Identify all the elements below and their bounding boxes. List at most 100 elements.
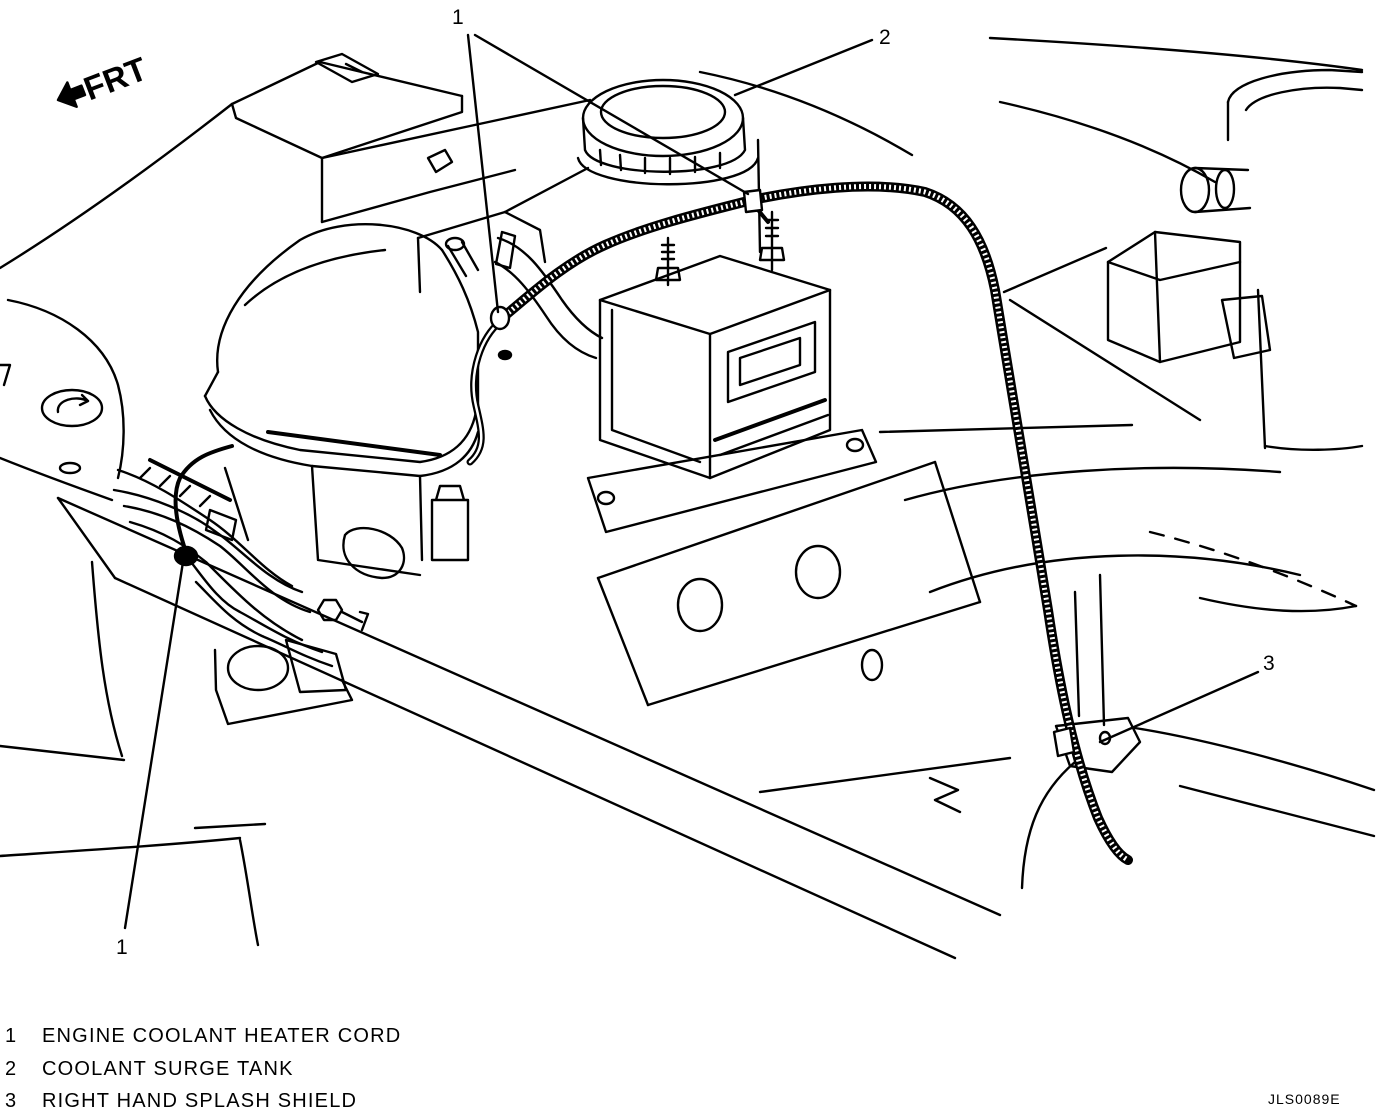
harness-connector-small (204, 508, 238, 542)
stud-right (764, 210, 780, 272)
leader-1-bottom-to-harness (123, 560, 185, 930)
surge-tank-top-left (416, 166, 590, 240)
coolant-hose (493, 230, 604, 360)
support-upper-edge (56, 496, 1002, 917)
hood-curve-center (698, 70, 914, 157)
leader-1-top-to-stud-clip (473, 33, 750, 196)
housing-left-edge (203, 370, 220, 398)
fender-edge-mark (0, 363, 12, 387)
legend-text: ENGINE COOLANT HEATER CORD (42, 1025, 401, 1047)
front-orientation (56, 81, 87, 108)
legend-text: RIGHT HAND SPLASH SHIELD (42, 1090, 357, 1112)
legend-number: 2 (5, 1058, 17, 1080)
housing-lower-body (223, 464, 424, 577)
front-orientation-label: FRT (79, 50, 152, 108)
right-upper-curve (998, 100, 1217, 184)
block-hole (676, 577, 724, 633)
base-plate-hole (596, 490, 616, 506)
left-fender-area (0, 298, 267, 947)
mounting-bracket-assembly (586, 210, 878, 534)
strut-mount (40, 388, 104, 428)
fender-arch-outer (903, 466, 1282, 502)
surge-tank-cap-inner (599, 84, 727, 140)
cowl-and-hood (0, 36, 1364, 270)
leader-3-to-shield (1098, 670, 1260, 744)
stud-left (660, 236, 676, 287)
bracket-band-edge (718, 413, 830, 457)
cord-clip-stud (742, 188, 764, 214)
upper-box-tab (314, 52, 380, 84)
bracket-dark-band (713, 398, 827, 442)
harness-wire (128, 520, 304, 642)
front-orientation-label-group: FRT (79, 50, 152, 108)
housing-clip (430, 484, 470, 562)
legend-number: 3 (5, 1090, 17, 1112)
fender-hole (58, 461, 82, 475)
legend-item: 3 RIGHT HAND SPLASH SHIELD (5, 1090, 357, 1112)
callout-number: 1 (452, 6, 464, 29)
bracket-right-face (708, 288, 832, 480)
bracket-label-plate (726, 320, 817, 404)
splash-shield-curve (1020, 760, 1077, 890)
cylinder-left-lower (1256, 288, 1267, 450)
housing-right-side (440, 248, 480, 422)
cylinder-top-inner (1244, 86, 1364, 112)
front-lower-line (0, 744, 126, 762)
splash-shield-lower (1178, 784, 1376, 838)
block-hole-small (860, 648, 884, 682)
harness-bolt (316, 598, 344, 622)
cord-clip-shield (1052, 726, 1076, 758)
air-cleaner-housing (203, 223, 480, 580)
wiring-harness (112, 444, 370, 726)
harness-wire (112, 488, 304, 594)
radiator-support (56, 496, 1012, 960)
surge-tank-bolt (446, 240, 480, 278)
callout-numbers: 1 2 3 1 (116, 6, 1275, 959)
bracket-inner-frame (610, 308, 702, 464)
upper-box-front (230, 94, 464, 160)
support-zigzag (928, 776, 962, 814)
engine-coolant-heater-cord (466, 181, 1133, 865)
engine-connector-box (1106, 230, 1242, 364)
harness-clip (173, 545, 199, 567)
harness-wire (116, 468, 294, 588)
housing-rim-upper (203, 394, 478, 464)
stud-left-nut (654, 266, 682, 282)
fender-lower-edge (0, 456, 114, 502)
strut-mount-arrow-icon (56, 393, 90, 414)
bottom-curve-down (238, 838, 260, 947)
support-lower-edge (113, 576, 957, 960)
cowl-lower-edge (320, 168, 517, 224)
surge-tank-cap-side (581, 116, 747, 173)
harness-cord-feed (173, 444, 234, 554)
leader-2-to-cap (733, 38, 874, 97)
housing-top (216, 223, 444, 374)
legend: 1 ENGINE COOLANT HEATER CORD 2 COOLANT S… (5, 1025, 401, 1112)
cylinder-bottom (1263, 444, 1364, 451)
splash-left-vertical (90, 560, 124, 758)
heater-cord-branch-core (468, 320, 502, 464)
hose-upper-edge (496, 236, 604, 340)
cord-clip-tank (489, 305, 511, 331)
block-hole (794, 544, 842, 600)
housing-outlet (342, 526, 406, 580)
fender-rail-line (878, 423, 1134, 434)
legend-item: 1 ENGINE COOLANT HEATER CORD (5, 1025, 401, 1047)
callout-leaders (123, 33, 1260, 930)
bracket-left-face (598, 298, 712, 480)
hood-edge-right (988, 36, 1364, 72)
fender-arch-inner (928, 554, 1302, 594)
engine-right-side (1002, 68, 1364, 451)
harness-wire (184, 554, 324, 654)
harness-wire (194, 580, 334, 668)
bottom-short-line (193, 822, 267, 830)
splash-shield-upper (1133, 726, 1376, 792)
fender-top-edge (0, 102, 234, 270)
block-left-edge (596, 576, 650, 707)
engine-plug-ring (1214, 168, 1236, 210)
legend-item: 2 COOLANT SURGE TANK (5, 1058, 292, 1080)
harness-tape-marks (138, 466, 212, 508)
stud-right-nut (758, 246, 786, 262)
hose-clamp (494, 230, 517, 270)
